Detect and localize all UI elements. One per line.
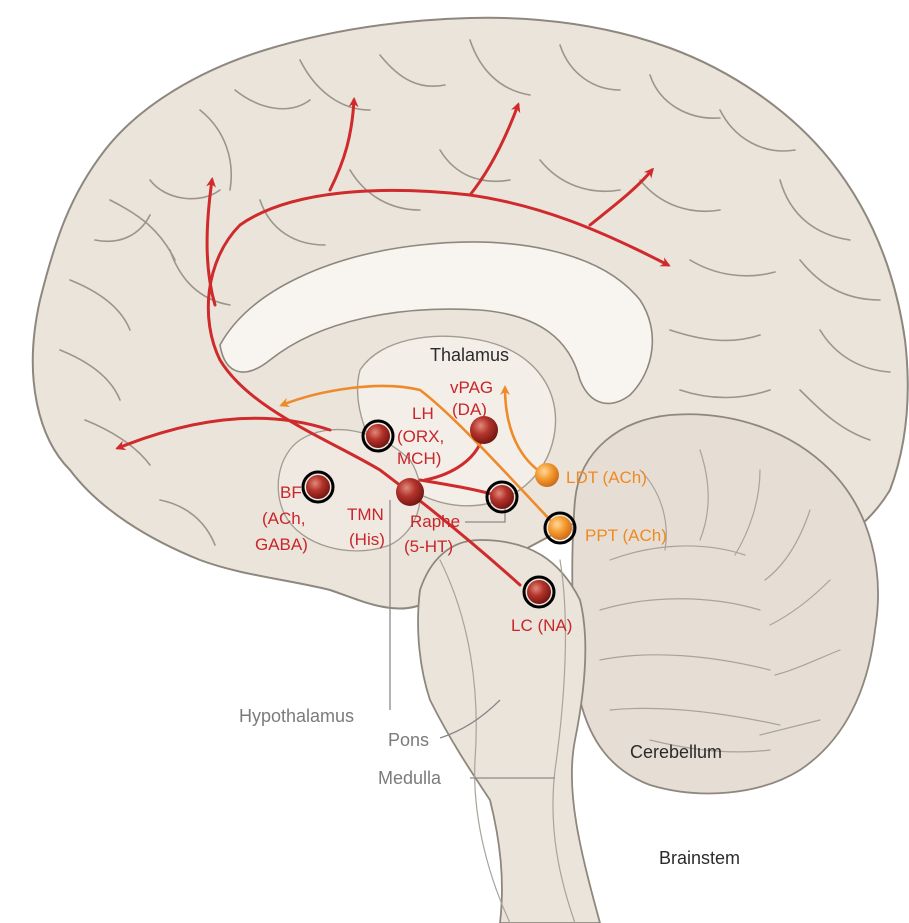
nucleus-ppt xyxy=(548,516,572,540)
label-hypothalamus: Hypothalamus xyxy=(239,706,354,726)
nucleus-vpag xyxy=(470,416,498,444)
nucleus-lh xyxy=(366,424,390,448)
label-bf-line2: (ACh, xyxy=(262,509,305,528)
label-ppt: PPT (ACh) xyxy=(585,526,667,545)
brain-anatomy xyxy=(33,18,908,923)
label-vpag-line1: vPAG xyxy=(450,378,493,397)
label-pons: Pons xyxy=(388,730,429,750)
label-bf-line3: GABA) xyxy=(255,535,308,554)
label-tmn-line2: (His) xyxy=(349,530,385,549)
label-lc: LC (NA) xyxy=(511,616,572,635)
label-thalamus: Thalamus xyxy=(430,345,509,365)
label-lh-line3: MCH) xyxy=(397,449,441,468)
label-vpag-line2: (DA) xyxy=(452,400,487,419)
label-medulla: Medulla xyxy=(378,768,442,788)
nucleus-bf xyxy=(306,475,330,499)
label-brainstem: Brainstem xyxy=(659,848,740,868)
label-tmn-line1: TMN xyxy=(347,505,384,524)
label-lh-line1: LH xyxy=(412,404,434,423)
brainstem-shape xyxy=(418,540,600,923)
label-raphe-line2: (5-HT) xyxy=(404,537,453,556)
label-bf-line1: BF xyxy=(280,483,302,502)
label-lh-line2: (ORX, xyxy=(397,427,444,446)
label-raphe-line1: Raphe xyxy=(410,512,460,531)
nucleus-lc xyxy=(527,580,551,604)
nucleus-raphe xyxy=(490,485,514,509)
label-cerebellum: Cerebellum xyxy=(630,742,722,762)
nucleus-tmn xyxy=(396,478,424,506)
label-ldt: LDT (ACh) xyxy=(566,468,647,487)
nucleus-ldt xyxy=(535,463,559,487)
